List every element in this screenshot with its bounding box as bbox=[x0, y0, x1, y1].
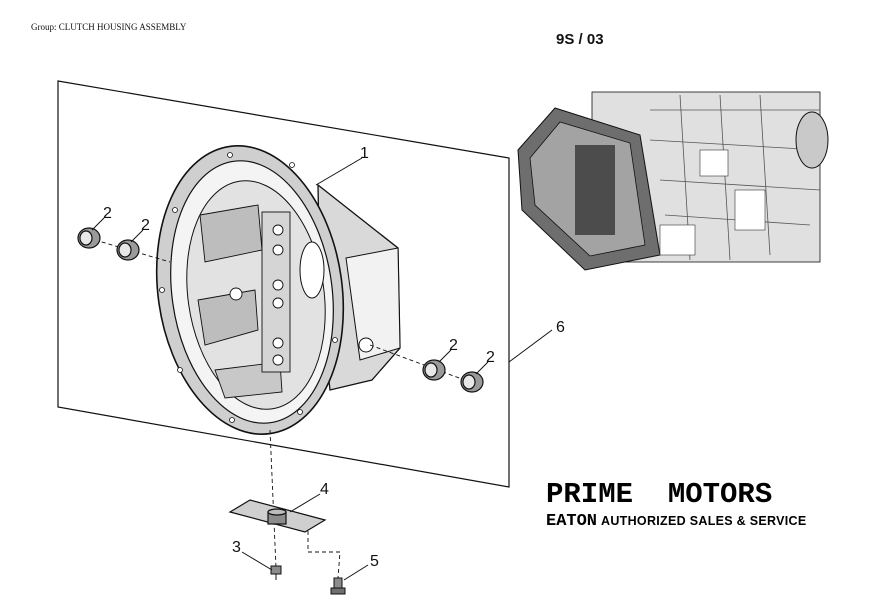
transmission-reference-image bbox=[517, 91, 829, 271]
callout-2-b: 2 bbox=[141, 217, 150, 234]
brand-tagline: EATON AUTHORIZED SALES & SERVICE bbox=[546, 512, 807, 531]
centre-lines bbox=[94, 239, 471, 579]
plug-upper-left-b bbox=[116, 239, 140, 261]
callout-5: 5 bbox=[370, 553, 379, 570]
callout-2-a: 2 bbox=[103, 205, 112, 222]
plug-upper-left-a bbox=[77, 227, 101, 249]
model-code: 9S / 03 bbox=[556, 31, 604, 48]
authorized-label: AUTHORIZED SALES & SERVICE bbox=[601, 514, 807, 528]
callout-4: 4 bbox=[320, 481, 329, 498]
leader-lines bbox=[91, 157, 553, 581]
plug-lower-right-b bbox=[460, 371, 484, 393]
brand-name: PRIME MOTORS bbox=[546, 478, 773, 511]
cover-plate bbox=[228, 499, 327, 533]
bolt bbox=[270, 565, 282, 580]
screw bbox=[330, 577, 346, 595]
callout-3: 3 bbox=[232, 539, 241, 556]
plug-lower-right-a bbox=[422, 359, 446, 381]
eaton-label: EATON bbox=[546, 512, 598, 531]
clutch-housing bbox=[155, 145, 401, 435]
callout-2-d: 2 bbox=[486, 349, 495, 366]
group-label: Group: CLUTCH HOUSING ASSEMBLY bbox=[31, 22, 187, 32]
callout-2-c: 2 bbox=[449, 337, 458, 354]
callout-6: 6 bbox=[556, 319, 565, 336]
assembly-panel bbox=[57, 80, 510, 488]
callout-1: 1 bbox=[360, 145, 369, 162]
